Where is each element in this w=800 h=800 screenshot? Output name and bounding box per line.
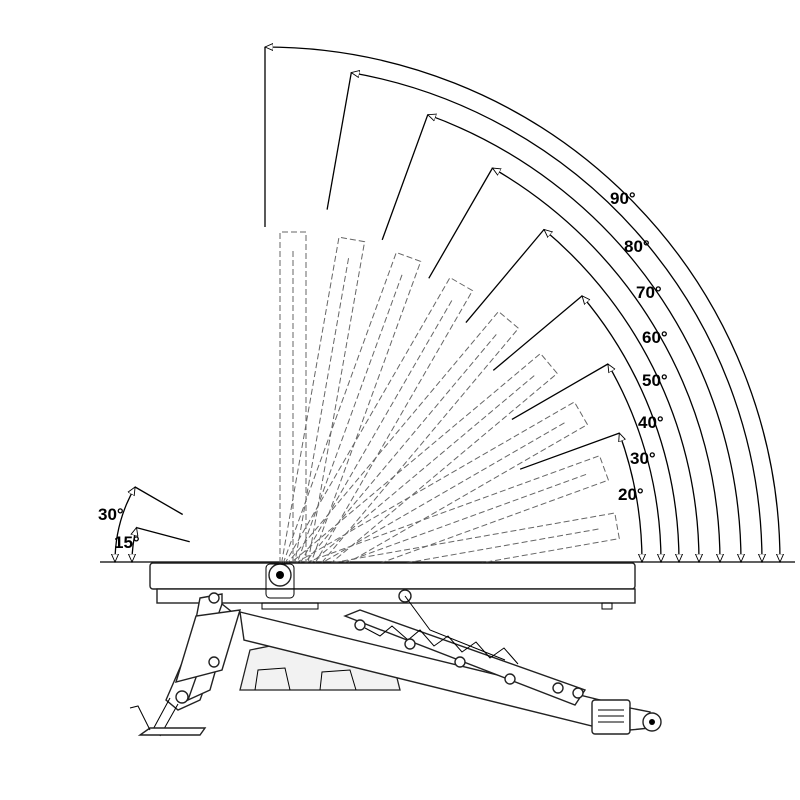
label-30: 30° [630,449,656,468]
backrest-ghost-center-50 [289,332,498,581]
wheel-housing [591,699,631,735]
rear-leg [174,609,241,683]
ladder-pin-1 [354,619,366,631]
backrest-ghost-60 [279,276,474,586]
label-90: 90° [610,189,636,208]
backrest-ghost-center-40 [288,373,537,583]
backrest-ghost-50 [279,310,520,590]
label-40: 40° [638,413,664,432]
seat-angle-arcs [115,487,190,562]
rear-foot-tip [129,705,151,731]
backrest-ghost-40 [279,352,558,593]
ladder-pin-2 [404,638,416,650]
adjustment-ladder [343,609,587,706]
angle-radial-50 [465,229,545,324]
wheel-hub [649,719,655,725]
rear-foot [137,727,207,736]
backrest-ghost-positions [279,231,621,599]
angle-radial-30 [511,363,609,420]
label-80: 80° [624,237,650,256]
seat-arc-30 [115,487,136,562]
angle-labels: 90° 80° 70° 60° 50° 40° 30° 20° 30° 15° [98,189,668,552]
front-link [404,595,506,661]
wheel-housing-grip [598,709,624,723]
rear-pivot-1 [208,592,220,604]
backrest-ghost-center-70 [291,272,404,577]
angle-radial-40 [492,295,583,371]
rear-pivot-3 [208,656,220,668]
angle-radial-80 [326,72,352,210]
label-50: 50° [642,371,668,390]
angle-radial-20 [519,432,620,470]
rear-pivot-2 [175,690,189,704]
ladder-pin-3 [454,656,466,668]
backrest-ghost-center-60 [290,298,454,579]
ladder-pin-6 [572,687,584,699]
seat-bracket [261,602,319,610]
seat-frame [156,588,636,604]
seat-radial-15 [136,526,190,543]
seat-pad [149,562,636,590]
bench-body [129,562,662,737]
seat-label-15: 15° [114,533,140,552]
center-support-detail [254,667,357,691]
ladder-notches [364,625,519,665]
pivot-pin [276,571,284,579]
ladder-pin-5 [552,682,564,694]
label-70: 70° [636,283,662,302]
seat-end-cap [601,602,613,610]
pivot-bracket [265,563,295,599]
angle-arc-30 [607,364,661,562]
backrest-angle-arcs [265,47,780,562]
ladder-pin-4 [504,673,516,685]
angle-arc-20 [619,433,642,562]
label-60: 60° [642,328,668,347]
seat-label-30: 30° [98,505,124,524]
angle-radial-60 [428,167,494,279]
label-20: 20° [618,485,644,504]
angle-radial-70 [381,114,429,241]
seat-radial-30 [134,486,184,516]
